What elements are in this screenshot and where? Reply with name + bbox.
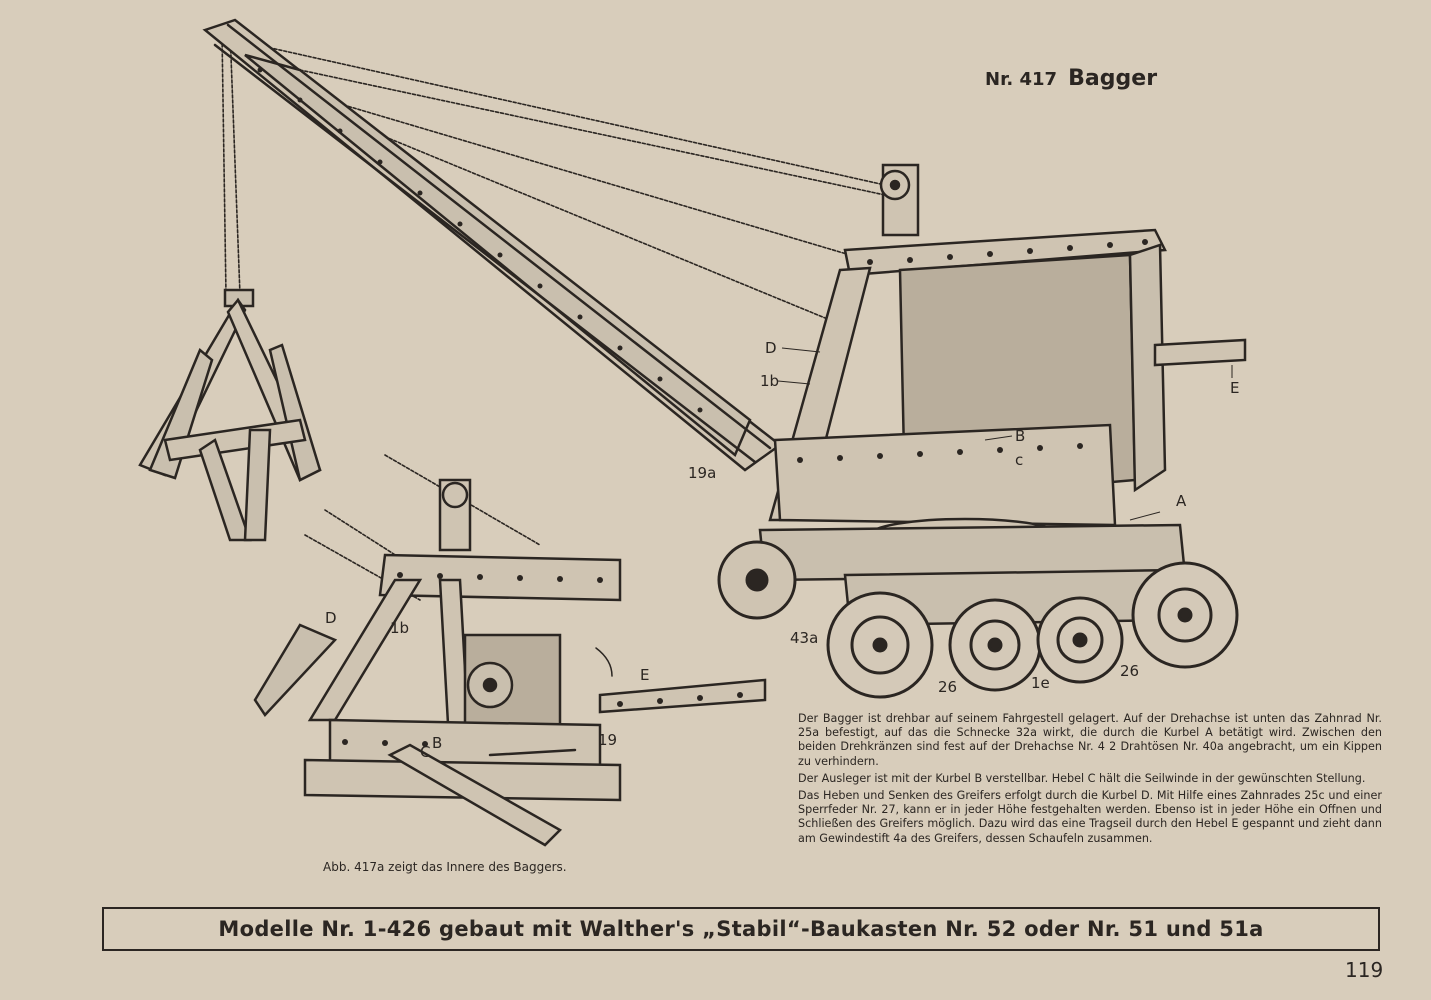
excavator-illustration: D 1b 19a B c E A 43a 26 1e 26 D 1b C B E… <box>138 18 1247 847</box>
description-paragraph: Das Heben und Senken des Greifers erfolg… <box>798 789 1382 845</box>
boom-cables <box>221 29 886 321</box>
boom-holes <box>257 67 703 413</box>
interior-rivets <box>342 572 743 747</box>
label-1b: 1b <box>760 372 779 390</box>
label-c: c <box>1015 451 1023 469</box>
description: Der Bagger ist drehbar auf seinem Fahrge… <box>798 712 1382 849</box>
label-1e: 1e <box>1031 674 1050 692</box>
label-B: B <box>1015 427 1025 445</box>
label-E: E <box>1230 379 1239 397</box>
label-interior-D: D <box>325 609 337 627</box>
label-leaders <box>777 347 1233 521</box>
model-name: Bagger <box>1068 66 1158 91</box>
label-43a: 43a <box>790 629 818 647</box>
model-number: Nr. 417 <box>985 69 1058 90</box>
description-paragraph: Der Ausleger ist mit der Kurbel B verste… <box>798 771 1366 785</box>
rotation-arrow <box>595 647 613 677</box>
grab-bucket <box>138 288 322 542</box>
model-title: Nr. 417 Bagger <box>985 66 1157 91</box>
label-26-right: 26 <box>1120 662 1139 680</box>
label-26-left: 26 <box>938 678 957 696</box>
part-labels: D 1b 19a B c E A 43a 26 1e 26 D 1b C B E… <box>325 339 1239 761</box>
excavator-house <box>768 163 1247 527</box>
interior-view <box>253 454 767 847</box>
label-interior-E: E <box>640 666 649 684</box>
label-interior-19: 19 <box>598 731 617 749</box>
house-rivets <box>797 239 1148 463</box>
wheels <box>717 540 1239 699</box>
label-interior-B: B <box>432 734 442 752</box>
page-number: 119 <box>1345 958 1384 982</box>
models-banner: Modelle Nr. 1-426 gebaut mit Walther's „… <box>102 907 1380 951</box>
label-A: A <box>1176 492 1187 510</box>
label-interior-1b: 1b <box>390 619 409 637</box>
description-paragraph: Der Bagger ist drehbar auf seinem Fahrge… <box>798 712 1382 768</box>
label-interior-C: C <box>420 743 430 761</box>
figure-caption: Abb. 417a zeigt das Innere des Baggers. <box>323 860 567 874</box>
label-D: D <box>765 339 777 357</box>
label-19a: 19a <box>688 464 716 482</box>
